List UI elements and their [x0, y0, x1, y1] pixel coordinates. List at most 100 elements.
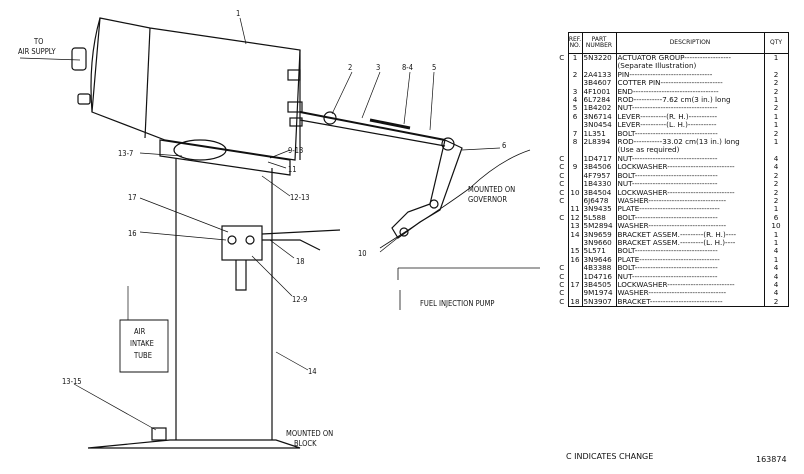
callout-17: 17 [128, 193, 137, 202]
cell-desc: BOLT-------------------------------- [616, 171, 765, 181]
cell-desc: BOLT-------------------------------- [616, 247, 765, 256]
cell-ref: 7 [567, 129, 583, 139]
cell-qty [764, 146, 789, 155]
change-legend: C INDICATES CHANGE [566, 452, 654, 461]
header-description: DESCRIPTION [615, 32, 765, 54]
cell-part: 3N0454 [582, 121, 617, 130]
cell-desc: LEVER----------(L. H.)----------- [616, 121, 765, 130]
cell-ref: 13 [567, 222, 583, 231]
cell-qty: 2 [764, 87, 789, 97]
cell-ref [567, 146, 583, 155]
cell-desc: BOLT-------------------------------- [616, 213, 765, 223]
cell-part: 3B4504 [582, 188, 617, 197]
cell-qty: 2 [764, 104, 789, 113]
cell-qty: 4 [764, 154, 789, 164]
cell-qty: 4 [764, 272, 789, 281]
cell-part: 6L7284 [582, 96, 617, 105]
table-row: (Use as required) [556, 146, 789, 155]
cell-ref: 2 [567, 70, 583, 80]
cell-desc: LOCKWASHER-------------------------- [616, 163, 765, 172]
cell-qty: 1 [764, 96, 789, 105]
cell-part: 3N6714 [582, 112, 617, 122]
cell-ref: 16 [567, 255, 583, 265]
cell-qty: 2 [764, 171, 789, 181]
cell-chg: C [559, 196, 565, 205]
cell-ref: 11 [567, 205, 583, 214]
header-ref: REF. NO. [567, 32, 583, 54]
cell-part: 5N3220 [582, 53, 617, 63]
callout-13-15: 13-15 [62, 377, 82, 386]
callout-8-4: 8-4 [402, 63, 413, 72]
cell-part: 1L351 [582, 129, 617, 139]
callout-16: 16 [128, 229, 137, 238]
cell-part: 5L588 [582, 213, 617, 223]
cell-ref: 8 [567, 138, 583, 147]
callout-6: 6 [502, 141, 506, 150]
cell-part: 6J6478 [582, 196, 617, 206]
label-block-1: MOUNTED ON [286, 429, 333, 438]
cell-chg [556, 104, 568, 112]
cell-chg [556, 121, 568, 129]
cell-desc: BOLT-------------------------------- [616, 264, 765, 273]
callout-9-13: 9-13 [288, 146, 303, 155]
cell-qty: 4 [764, 163, 789, 172]
governor-lever [391, 139, 463, 239]
actuator-body [91, 17, 301, 161]
cell-ref: 1 [567, 53, 583, 63]
leader-lines [19, 17, 501, 431]
cell-desc: BRACKET---------------------------- [616, 297, 765, 308]
callout-10: 10 [358, 249, 367, 258]
cell-chg: C [559, 188, 565, 197]
cell-chg [556, 231, 568, 239]
cell-desc: (Separate Illustration) [616, 62, 765, 71]
cell-part: 4F7957 [582, 171, 617, 181]
cell-qty: 1 [764, 53, 789, 63]
label-governor-1: MOUNTED ON [468, 185, 515, 194]
label-governor-2: GOVERNOR [468, 195, 507, 204]
cell-desc: ROD-----------7.62 cm(3 in.) long [616, 96, 765, 105]
label-to: TO [33, 37, 43, 46]
cell-qty: 4 [764, 247, 789, 256]
cell-desc: PLATE------------------------------- [616, 255, 765, 265]
linkage-rod [299, 111, 446, 141]
cell-part: 9M1974 [582, 289, 617, 298]
cell-ref [567, 196, 583, 206]
cell-ref: 18 [567, 297, 583, 308]
cell-desc: END--------------------------------- [616, 87, 765, 97]
cell-qty: 1 [764, 255, 789, 265]
cell-qty: 2 [764, 297, 789, 308]
cell-chg: C [559, 171, 565, 180]
cell-ref [567, 154, 583, 164]
cell-desc: PLATE------------------------------- [616, 205, 765, 214]
cell-qty: 2 [764, 180, 789, 189]
cell-chg: C [559, 280, 565, 289]
cell-desc: BOLT-------------------------------- [616, 129, 765, 139]
label-intake-2: INTAKE [130, 339, 154, 348]
cell-chg: C [559, 297, 565, 307]
cell-part: 4F1001 [582, 87, 617, 97]
callout-14: 14 [308, 367, 317, 376]
cell-chg [556, 205, 568, 213]
callout-13-7: 13-7 [118, 149, 133, 158]
cell-chg [556, 79, 568, 87]
cell-ref: 3 [567, 87, 583, 97]
cell-chg: C [559, 154, 565, 163]
cell-ref [567, 171, 583, 181]
cell-chg [556, 96, 568, 104]
intake-tube [119, 319, 169, 373]
